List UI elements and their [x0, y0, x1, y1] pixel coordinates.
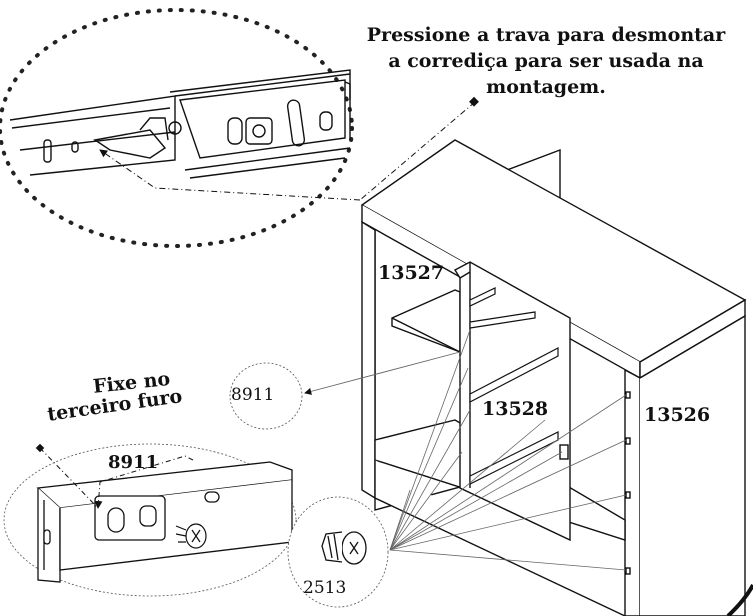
cam-leader-lines — [389, 329, 627, 571]
slide-hole-detail — [3, 443, 297, 597]
slide-detail-magnifier — [0, 8, 361, 248]
slide-tag-oval — [229, 362, 303, 430]
part-label-divider: 13528 — [482, 398, 549, 420]
part-label-cam: 2513 — [303, 578, 347, 598]
part-label-shelf: 13527 — [378, 262, 445, 284]
cabinet-drawing — [360, 139, 747, 616]
instruction-line-1: Pressione a trava para desmontar — [366, 24, 726, 46]
remove-slide-instruction: Pressione a trava para desmontar a corre… — [346, 22, 746, 100]
page-corner-arc — [726, 584, 753, 616]
cam-fitting-detail — [287, 496, 389, 608]
part-label-side: 13526 — [644, 404, 711, 426]
instruction-line-2: a corrediça para ser usada na — [388, 50, 704, 72]
part-label-slide-detail: 8911 — [108, 452, 159, 473]
instruction-line-3: montagem. — [486, 76, 606, 98]
slide-leader — [304, 351, 461, 395]
part-label-slide-main: 8911 — [231, 385, 275, 405]
